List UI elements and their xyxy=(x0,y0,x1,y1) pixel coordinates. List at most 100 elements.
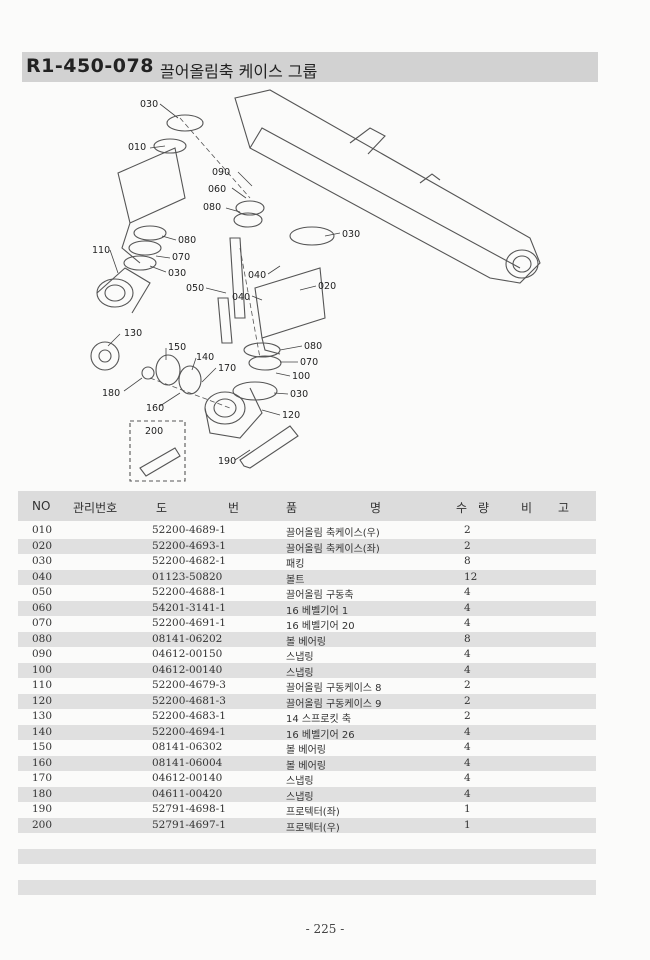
row-no: 180 xyxy=(32,787,53,800)
callout-label: 030 xyxy=(140,99,158,110)
row-name: 끌어올림 구동케이스 9 xyxy=(286,698,382,710)
callout-label: 140 xyxy=(196,352,214,363)
exploded-parts-diagram: 030 010 090 060 080 030 080 110 070 030 … xyxy=(90,89,541,482)
row-name: 프로텍터(우) xyxy=(286,822,340,834)
col-no: NO xyxy=(32,499,51,513)
row-drawing: 08141-06004 xyxy=(152,756,223,769)
row-qty: 1 xyxy=(464,803,471,815)
row-no: 170 xyxy=(32,772,53,784)
row-name: 볼 베어링 xyxy=(286,636,326,648)
row-no: 090 xyxy=(32,648,53,660)
row-name: 프로텍터(좌) xyxy=(286,807,340,818)
callout-label: 120 xyxy=(282,410,300,421)
row-drawing: 52791-4697-1 xyxy=(152,818,226,831)
row-no: 190 xyxy=(32,803,53,815)
table-row-empty xyxy=(18,848,596,864)
col-name-2: 명 xyxy=(370,501,382,515)
callout-label: 070 xyxy=(300,357,318,368)
row-qty: 2 xyxy=(464,524,471,536)
row-drawing: 52200-4679-3 xyxy=(152,679,226,691)
page-number: - 225 - xyxy=(305,922,345,936)
row-name: 스냅링 xyxy=(286,667,314,679)
table-row-empty xyxy=(18,833,596,849)
row-qty: 2 xyxy=(464,539,471,552)
row-drawing: 04612-00140 xyxy=(152,772,223,784)
parts-table-header: NO 관리번호 도 번 품 명 수 량 비 고 xyxy=(18,491,596,521)
callout-label: 160 xyxy=(146,403,164,414)
row-name: 끌어올림 축케이스(우) xyxy=(286,528,380,539)
table-row: 110 52200-4679-3 끌어올림 구동케이스 8 2 xyxy=(18,678,596,694)
row-drawing: 52200-4689-1 xyxy=(152,524,226,536)
row-qty: 8 xyxy=(464,632,471,645)
row-no: 200 xyxy=(32,818,53,831)
table-row: 030 52200-4682-1 패킹 8 xyxy=(18,554,596,570)
row-name: 끌어올림 축케이스(좌) xyxy=(286,543,380,555)
row-drawing: 52791-4698-1 xyxy=(152,803,226,815)
col-note-2: 고 xyxy=(558,501,570,515)
row-no: 160 xyxy=(32,756,53,769)
row-name: 볼트 xyxy=(286,574,305,586)
row-drawing: 52200-4694-1 xyxy=(152,725,226,738)
callout-label: 080 xyxy=(203,202,221,213)
callout-label: 190 xyxy=(218,456,236,467)
row-no: 110 xyxy=(32,679,53,691)
group-code: R1-450-078 xyxy=(26,55,154,77)
row-qty: 8 xyxy=(464,555,471,567)
row-name: 볼 베어링 xyxy=(286,760,326,772)
row-no: 070 xyxy=(32,617,53,629)
callout-label: 080 xyxy=(304,341,322,352)
callout-label: 010 xyxy=(128,142,146,153)
row-name: 끌어올림 구동축 xyxy=(286,590,354,601)
row-name: 스냅링 xyxy=(286,791,314,803)
callout-label: 040 xyxy=(248,270,266,281)
row-qty: 4 xyxy=(464,601,471,614)
row-drawing: 52200-4688-1 xyxy=(152,586,226,598)
col-name-1: 품 xyxy=(286,501,298,515)
row-qty: 1 xyxy=(464,818,471,831)
callout-label: 150 xyxy=(168,342,186,353)
row-no: 150 xyxy=(32,741,53,753)
callout-label: 070 xyxy=(172,252,190,263)
row-qty: 4 xyxy=(464,663,471,676)
callout-label: 030 xyxy=(168,268,186,279)
row-qty: 2 xyxy=(464,679,471,691)
callout-label: 090 xyxy=(212,167,230,178)
callout-label: 110 xyxy=(92,245,110,256)
row-drawing: 52200-4682-1 xyxy=(152,555,226,567)
row-qty: 4 xyxy=(464,772,471,784)
row-name: 끌어올림 구동케이스 8 xyxy=(286,683,382,694)
col-qty-2: 량 xyxy=(478,501,490,515)
callout-label: 030 xyxy=(290,389,308,400)
row-name: 14 스프로킷 축 xyxy=(286,714,352,725)
row-name: 16 베벨기어 20 xyxy=(286,621,355,632)
row-name: 볼 베어링 xyxy=(286,745,326,756)
row-drawing: 01123-50820 xyxy=(152,570,223,583)
row-name: 패킹 xyxy=(286,559,305,570)
col-drawing-2: 번 xyxy=(228,501,240,515)
row-qty: 4 xyxy=(464,586,471,598)
callout-label: 050 xyxy=(186,283,204,294)
row-drawing: 54201-3141-1 xyxy=(152,601,226,614)
row-qty: 4 xyxy=(464,725,471,738)
row-qty: 2 xyxy=(464,710,471,722)
row-qty: 4 xyxy=(464,741,471,753)
callout-label: 080 xyxy=(178,235,196,246)
table-row: 190 52791-4698-1 프로텍터(좌) 1 xyxy=(18,802,596,818)
callout-label: 060 xyxy=(208,184,226,195)
row-no: 120 xyxy=(32,694,53,707)
row-qty: 2 xyxy=(464,694,471,707)
col-mgmt: 관리번호 xyxy=(73,501,118,515)
col-drawing-1: 도 xyxy=(156,501,168,515)
row-no: 030 xyxy=(32,555,53,567)
row-no: 140 xyxy=(32,725,53,738)
col-note-1: 비 xyxy=(521,501,533,515)
group-name: 끌어올림축 케이스 그룹 xyxy=(160,62,318,81)
